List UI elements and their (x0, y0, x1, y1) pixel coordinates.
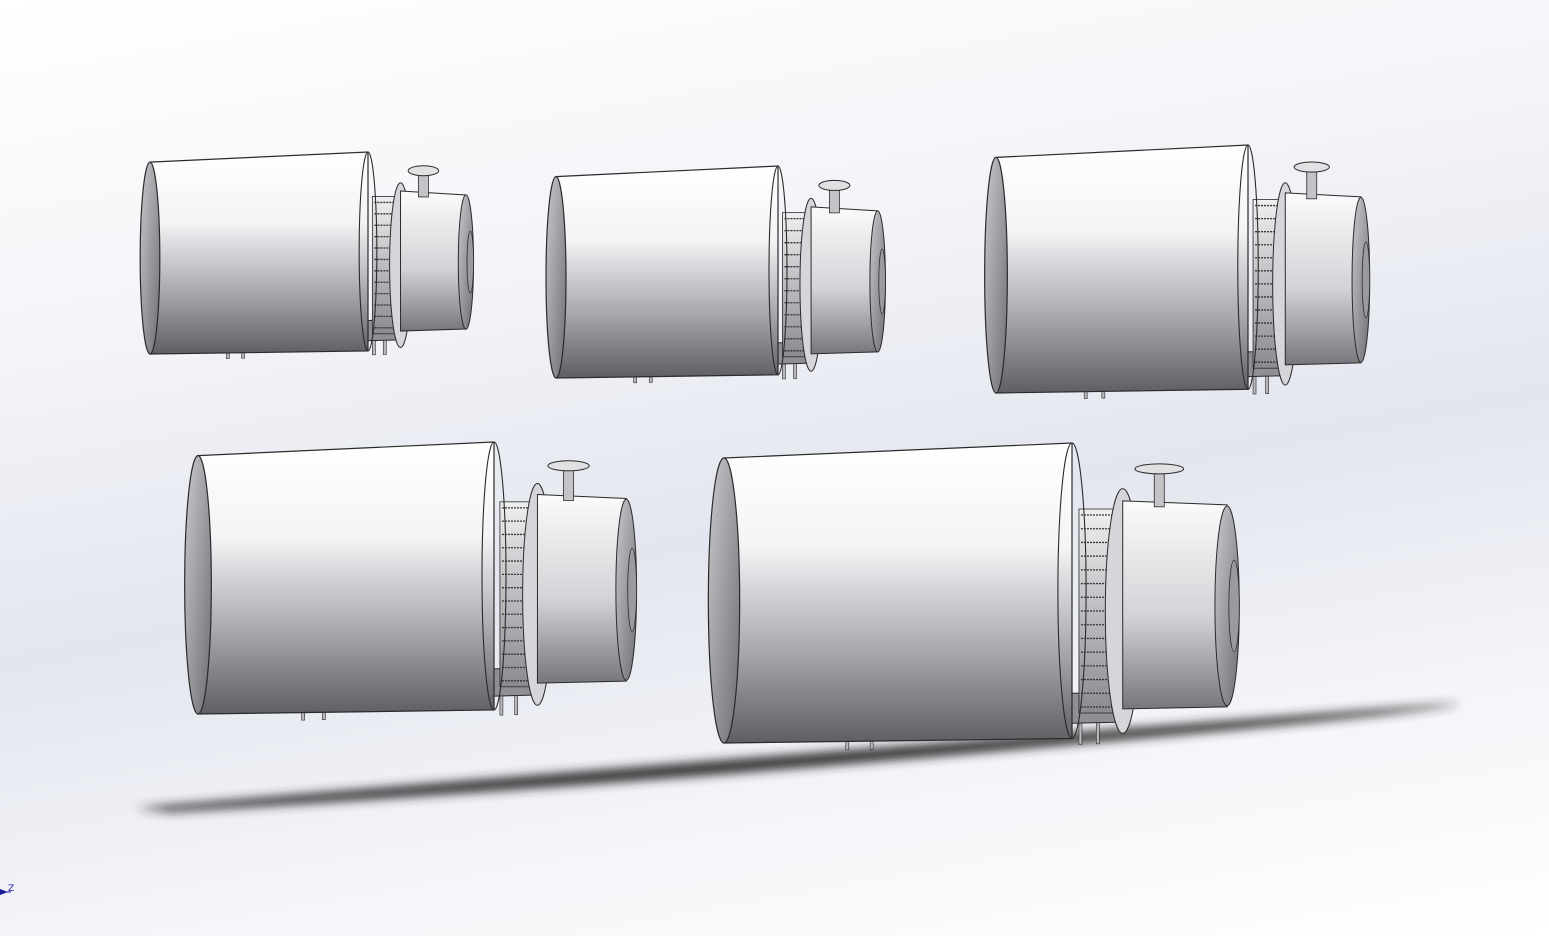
mounting-foot (1078, 722, 1083, 745)
shell-end-cap (984, 156, 1008, 394)
mounting-foot (372, 340, 376, 356)
mounting-foot (382, 340, 387, 355)
outlet-flange (547, 460, 590, 472)
motor-housing (1284, 192, 1362, 366)
motor-hub (1228, 559, 1240, 653)
heater-model[interactable] (545, 165, 886, 384)
floor-shadow (135, 703, 1460, 812)
mounting-foot (782, 363, 786, 380)
shell-rear-edge (1057, 442, 1087, 740)
main-shell (197, 441, 495, 715)
motor-hub (878, 248, 886, 315)
shell-end-cap (184, 454, 212, 715)
heater-model[interactable] (707, 442, 1240, 751)
motor-housing (810, 206, 879, 355)
outlet-pipe (418, 172, 429, 198)
outlet-flange (1293, 161, 1330, 173)
main-shell (995, 144, 1249, 394)
heater-model[interactable] (139, 151, 475, 359)
shell-rear-edge (358, 151, 378, 352)
mounting-foot (499, 695, 504, 716)
axis-triad: Z (0, 884, 20, 904)
motor-housing (1122, 500, 1228, 710)
outlet-pipe (563, 467, 574, 501)
main-shell (149, 151, 369, 355)
main-shell (723, 442, 1073, 744)
outlet-flange (818, 179, 851, 191)
motor-hub (466, 230, 474, 294)
heater-model[interactable] (984, 144, 1371, 399)
motor-housing (400, 190, 467, 332)
shell-end-cap (545, 175, 567, 379)
outlet-flange (407, 165, 440, 177)
mounting-foot (1252, 376, 1257, 395)
motor-hub (627, 547, 637, 632)
heater-model[interactable] (184, 441, 638, 721)
shell-end-cap (707, 457, 741, 744)
outlet-pipe (1153, 470, 1165, 508)
mounting-foot (793, 363, 797, 379)
mounting-foot (1265, 376, 1269, 394)
shell-rear-edge (768, 165, 788, 376)
axis-label-z: Z (8, 884, 15, 894)
motor-housing (536, 493, 627, 684)
mounting-foot (514, 695, 519, 716)
shell-rear-edge (1237, 144, 1259, 390)
outlet-pipe (1306, 168, 1318, 200)
axis-arrow-icon (0, 889, 11, 895)
outlet-flange (1134, 463, 1185, 475)
outlet-pipe (828, 187, 840, 214)
shell-end-cap (139, 161, 161, 355)
mounting-foot (1096, 722, 1100, 745)
shell-rear-edge (481, 441, 507, 711)
main-shell (555, 165, 779, 379)
motor-hub (1361, 241, 1371, 319)
